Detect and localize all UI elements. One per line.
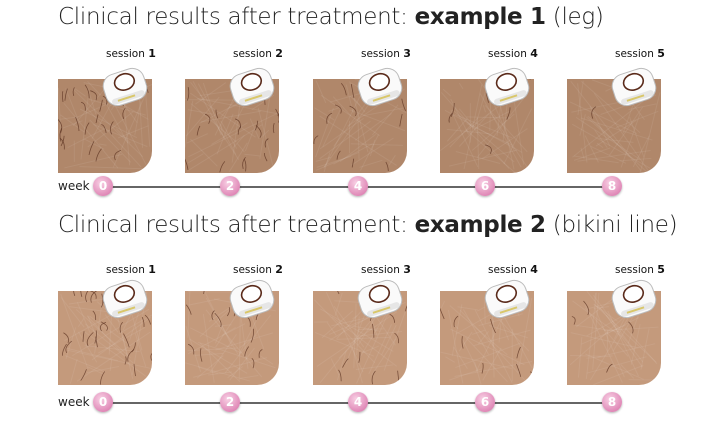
session-number: 5 — [657, 263, 665, 276]
title-bold: example 1 — [414, 4, 546, 30]
week-marker: 4 — [348, 176, 368, 196]
session-number: 4 — [530, 263, 538, 276]
session-label: session 4 — [488, 47, 538, 60]
skin-photo — [185, 79, 279, 173]
epilator-device-icon — [607, 65, 657, 107]
session-number: 4 — [530, 47, 538, 60]
session-word: session — [488, 48, 531, 60]
epilator-device-icon — [480, 65, 530, 107]
session-word: session — [361, 48, 404, 60]
session-word: session — [233, 48, 276, 60]
week-marker: 2 — [220, 392, 240, 412]
epilator-device-icon — [353, 65, 403, 107]
title-suffix: (leg) — [545, 4, 604, 30]
title-prefix: Clinical results after treatment: — [58, 4, 415, 30]
session-word: session — [615, 48, 658, 60]
epilator-device-icon — [225, 65, 275, 107]
session-number: 1 — [148, 263, 156, 276]
session-number: 3 — [403, 47, 411, 60]
session-number: 1 — [148, 47, 156, 60]
week-marker: 6 — [475, 392, 495, 412]
session-word: session — [361, 264, 404, 276]
session-word: session — [233, 264, 276, 276]
session-number: 2 — [275, 263, 283, 276]
epilator-device-icon — [98, 65, 148, 107]
session-number: 3 — [403, 263, 411, 276]
week-marker: 8 — [602, 392, 622, 412]
session-word: session — [106, 264, 149, 276]
session-number: 5 — [657, 47, 665, 60]
epilator-device-icon — [98, 277, 148, 319]
title-bold: example 2 — [414, 212, 546, 238]
week-marker: 0 — [93, 176, 113, 196]
session-label: session 4 — [488, 263, 538, 276]
week-label: week — [58, 179, 90, 193]
week-marker: 0 — [93, 392, 113, 412]
session-label: session 3 — [361, 263, 411, 276]
epilator-device-icon — [480, 277, 530, 319]
section-title: Clinical results after treatment: exampl… — [58, 4, 604, 30]
session-word: session — [615, 264, 658, 276]
session-label: session 1 — [106, 263, 156, 276]
session-label: session 5 — [615, 263, 665, 276]
session-number: 2 — [275, 47, 283, 60]
week-marker: 4 — [348, 392, 368, 412]
session-label: session 2 — [233, 263, 283, 276]
session-label: session 3 — [361, 47, 411, 60]
title-suffix: (bikini line) — [545, 212, 678, 238]
epilator-device-icon — [225, 277, 275, 319]
week-marker: 2 — [220, 176, 240, 196]
week-marker: 6 — [475, 176, 495, 196]
epilator-device-icon — [607, 277, 657, 319]
session-word: session — [488, 264, 531, 276]
session-label: session 2 — [233, 47, 283, 60]
title-prefix: Clinical results after treatment: — [58, 212, 415, 238]
epilator-device-icon — [353, 277, 403, 319]
session-word: session — [106, 48, 149, 60]
section-title: Clinical results after treatment: exampl… — [58, 212, 678, 238]
session-label: session 5 — [615, 47, 665, 60]
session-label: session 1 — [106, 47, 156, 60]
week-marker: 8 — [602, 176, 622, 196]
week-label: week — [58, 395, 90, 409]
